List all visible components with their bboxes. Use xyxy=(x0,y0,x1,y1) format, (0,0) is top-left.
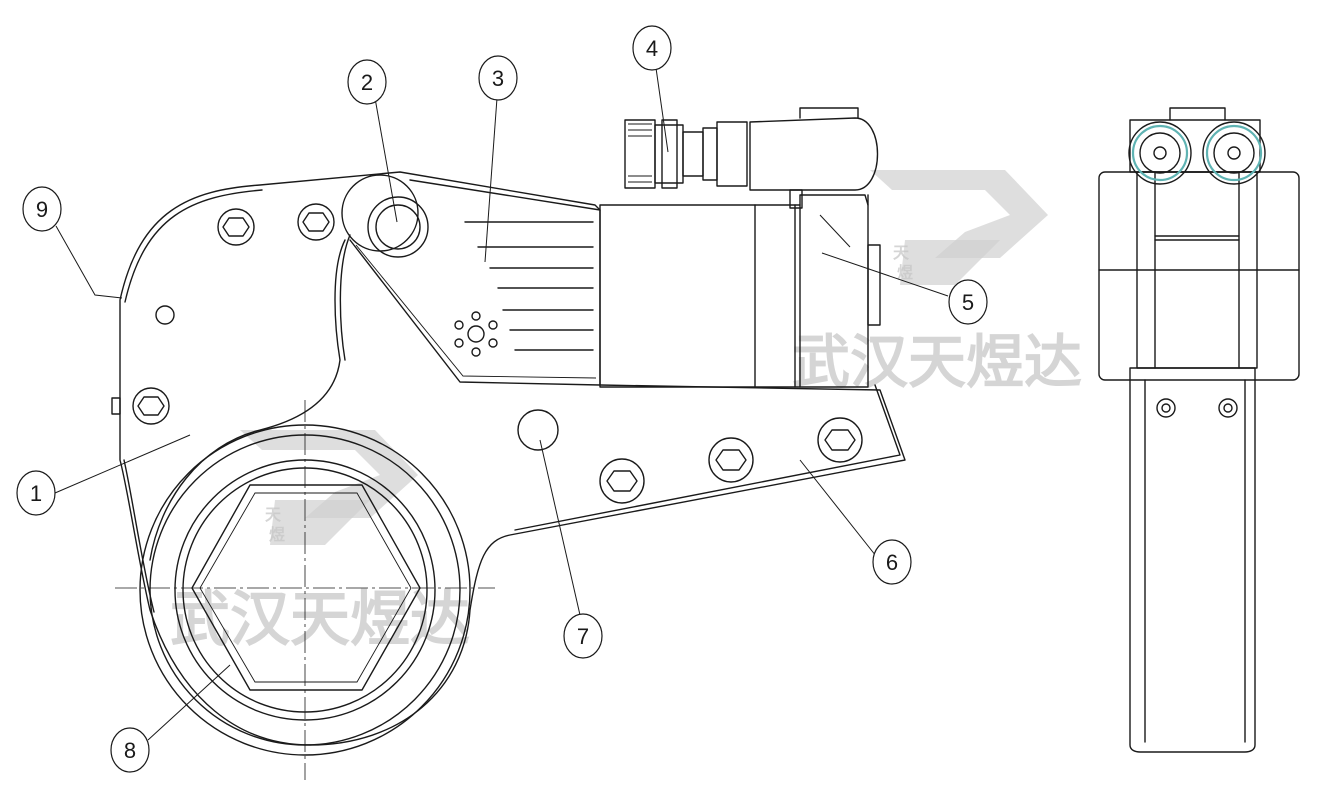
callout-4: 4 xyxy=(632,25,672,71)
watermark-logo-char-1-left: 天 xyxy=(265,505,282,524)
pivot-pin xyxy=(367,196,429,258)
hex-ring xyxy=(115,400,495,780)
pin-hole-small xyxy=(155,305,175,325)
bolt-left xyxy=(132,387,170,425)
callout-9: 9 xyxy=(22,186,62,232)
callout-4-label: 4 xyxy=(646,36,658,61)
callout-8: 8 xyxy=(110,727,150,773)
reaction-pin xyxy=(517,409,559,451)
bolt-top-1 xyxy=(217,208,255,246)
watermark-logo-left: TYD 天 煜 xyxy=(240,430,418,545)
callout-7-label: 7 xyxy=(577,624,589,649)
body-bolts xyxy=(111,203,335,425)
leaders xyxy=(54,67,949,741)
callout-7: 7 xyxy=(563,613,603,659)
side-tab xyxy=(111,397,121,415)
callout-1-label: 1 xyxy=(30,481,42,506)
watermark-company-left: 武汉天煜达 xyxy=(170,585,470,655)
side-view xyxy=(1098,107,1300,753)
swivel-coupler xyxy=(624,107,879,209)
callout-6: 6 xyxy=(872,539,912,585)
reaction-arm xyxy=(514,384,901,531)
watermark-logo-char-2: 煜 xyxy=(897,263,913,282)
watermark-logo-char-1: 天 xyxy=(893,243,910,262)
callout-3-label: 3 xyxy=(492,66,504,91)
callout-6-label: 6 xyxy=(886,550,898,575)
callout-8-label: 8 xyxy=(124,738,136,763)
callout-1: 1 xyxy=(16,470,56,516)
callout-3: 3 xyxy=(478,55,518,101)
watermark-logo-text: TYD xyxy=(898,197,947,222)
callout-2-label: 2 xyxy=(361,70,373,95)
watermark-company-right: 武汉天煜达 xyxy=(792,328,1082,396)
callout-9-label: 9 xyxy=(36,197,48,222)
callout-2: 2 xyxy=(347,59,387,105)
cylinder-housing xyxy=(349,179,601,386)
bolt-arm-1 xyxy=(599,458,645,504)
cylinder-body xyxy=(599,194,881,388)
watermark-logo-char-2-left: 煜 xyxy=(269,525,285,544)
link-body xyxy=(119,171,906,746)
bolt-top-2 xyxy=(297,203,335,241)
bolt-arm-2 xyxy=(708,437,754,483)
callout-5-label: 5 xyxy=(962,290,974,315)
bolt-arm-3 xyxy=(817,417,863,463)
callout-5: 5 xyxy=(948,279,988,325)
watermark-logo-center: TYD 天 煜 xyxy=(870,170,1048,285)
